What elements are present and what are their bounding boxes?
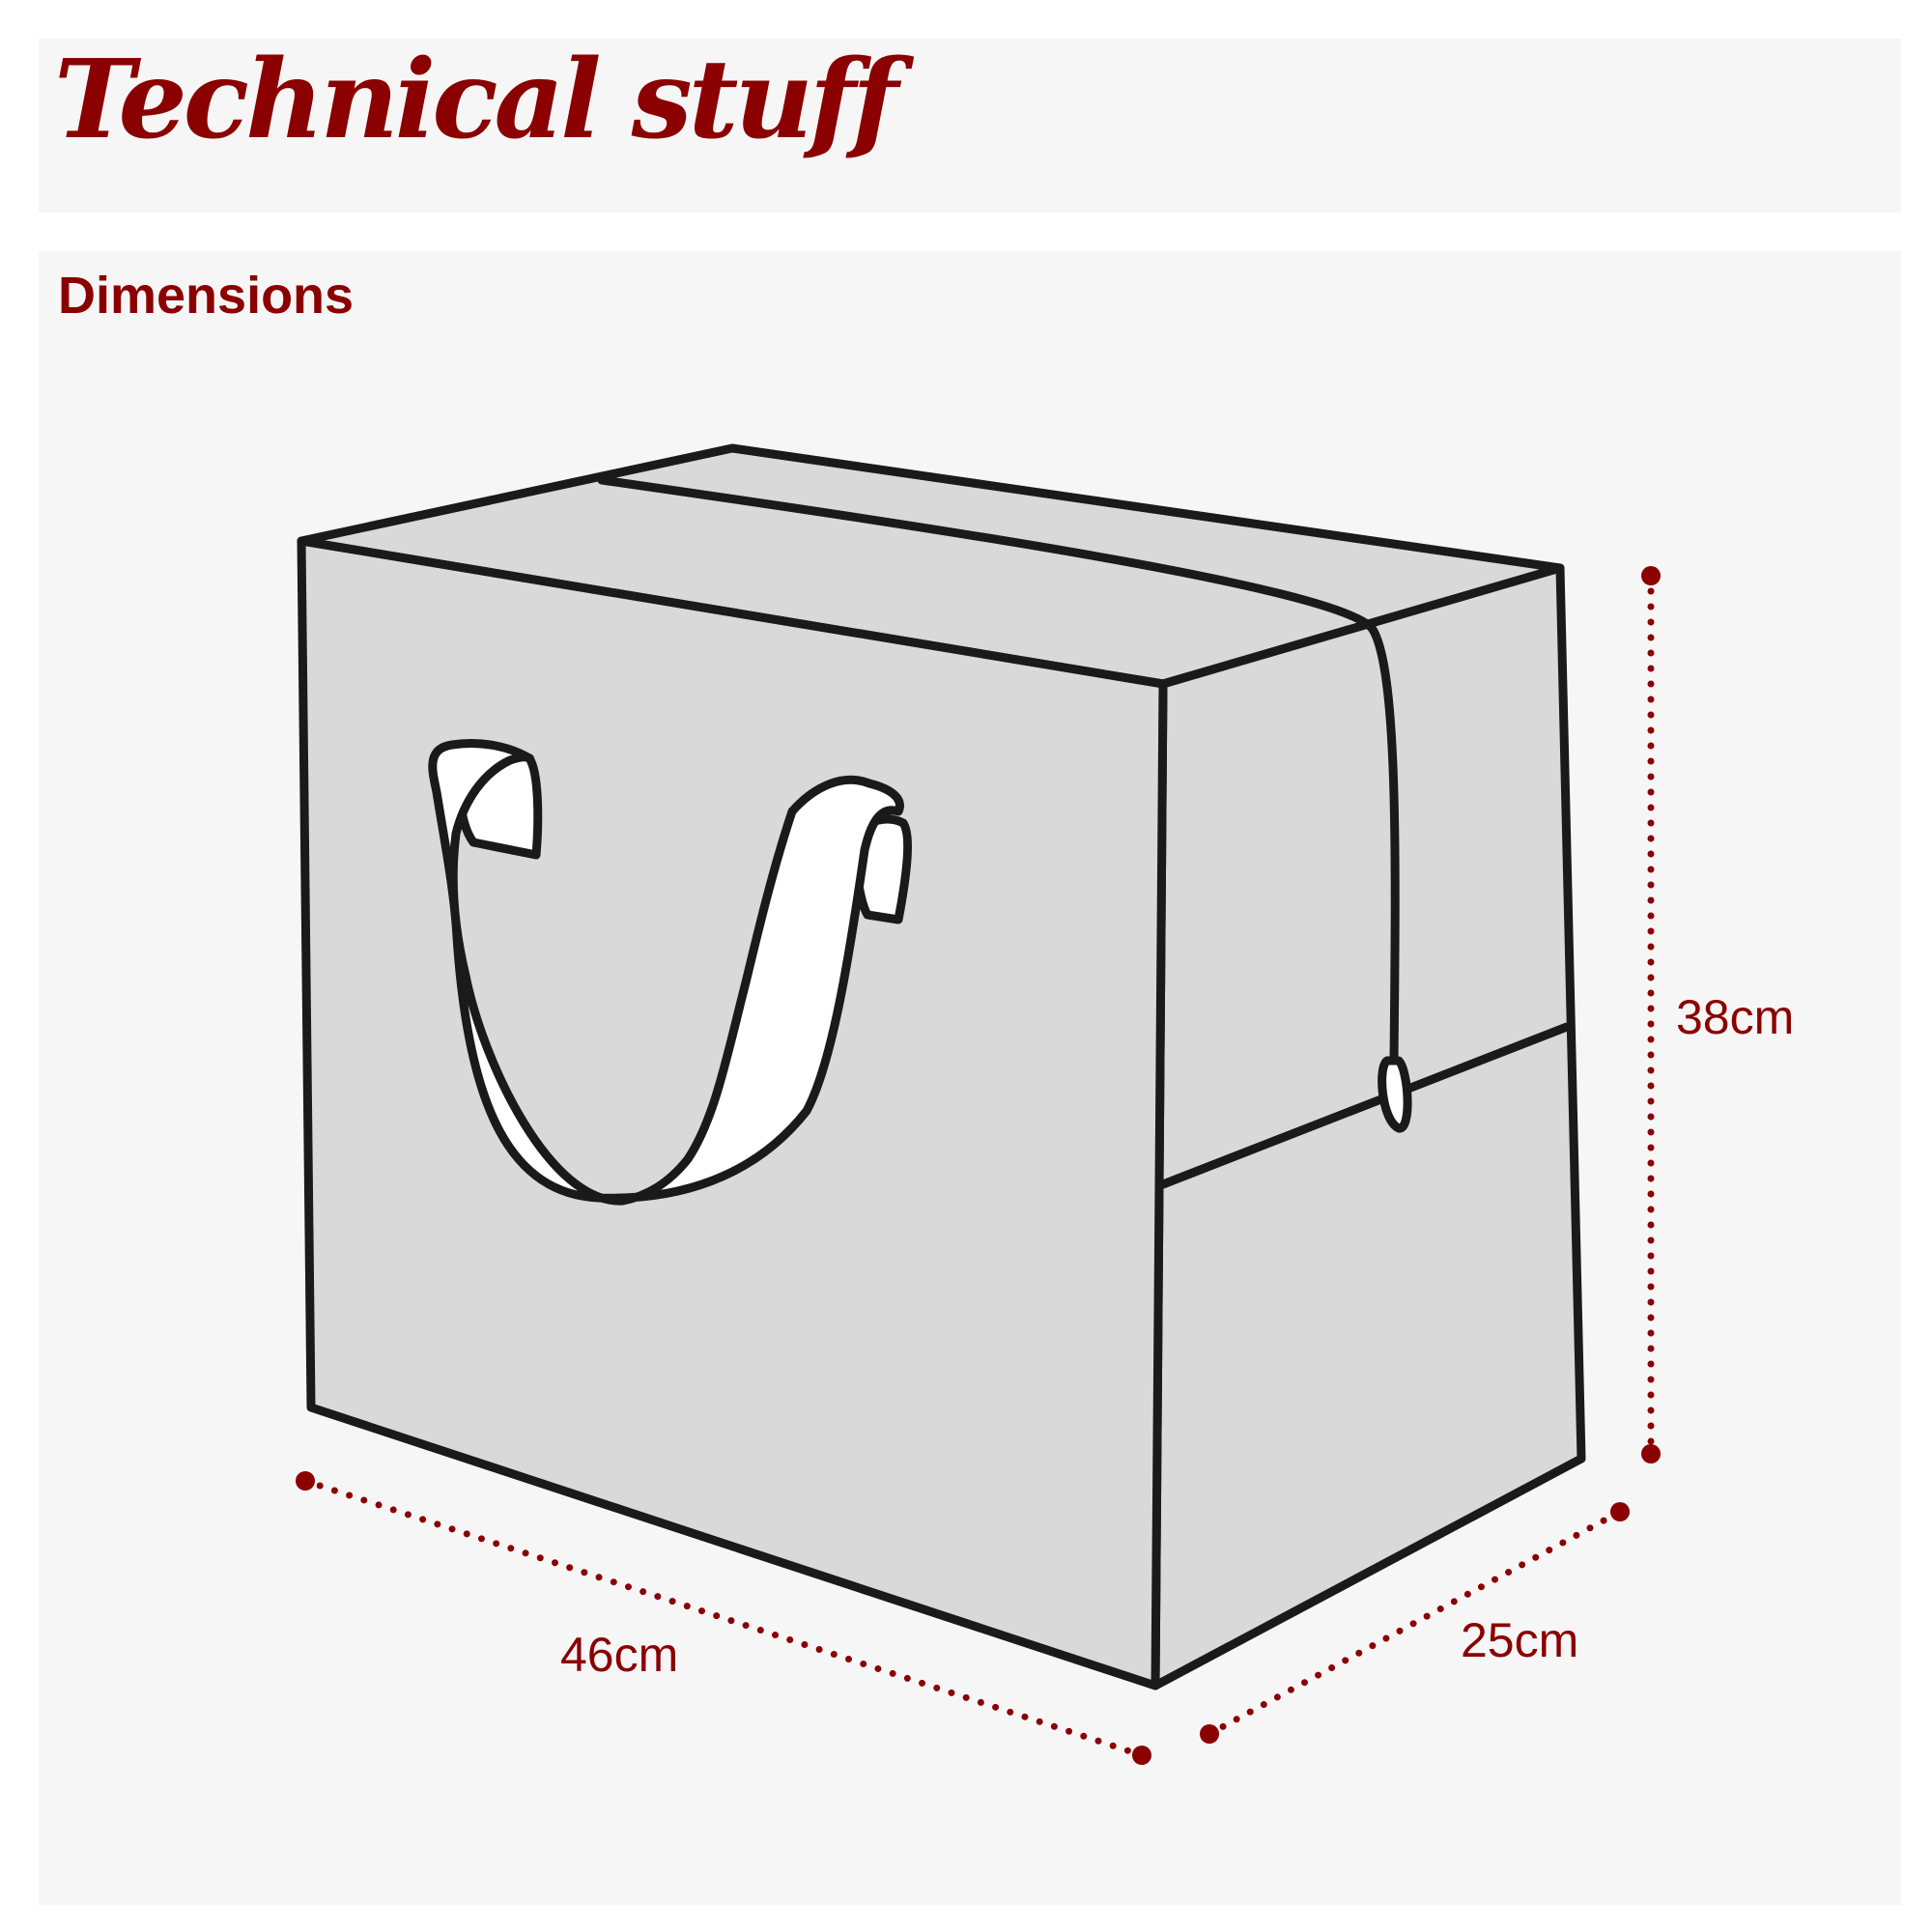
dimension-lines [296, 566, 1661, 1765]
height-dimension-end [1641, 1444, 1661, 1463]
height-dimension-start [1641, 566, 1661, 585]
depth-label: 25cm [1461, 1613, 1578, 1667]
depth-dimension-start [1200, 1724, 1219, 1744]
width-dimension-start [296, 1471, 315, 1491]
side-seam [1158, 1022, 1572, 1189]
section-title: Dimensions [58, 267, 355, 325]
width-label: 46cm [560, 1628, 678, 1682]
width-dimension-end [1132, 1746, 1151, 1765]
bag-handle [428, 738, 912, 1206]
depth-dimension-end [1610, 1502, 1630, 1521]
page-title: Technical stuff [54, 37, 898, 163]
depth-dimension-line [1206, 1508, 1624, 1738]
header-panel [39, 39, 1901, 213]
height-label: 38cm [1676, 990, 1794, 1044]
zip-seam [597, 475, 1400, 1065]
bag-illustration [297, 443, 1586, 1690]
zip-puller [1378, 1056, 1412, 1133]
bag-side-face [1151, 563, 1586, 1690]
handle-strap [428, 738, 904, 1206]
